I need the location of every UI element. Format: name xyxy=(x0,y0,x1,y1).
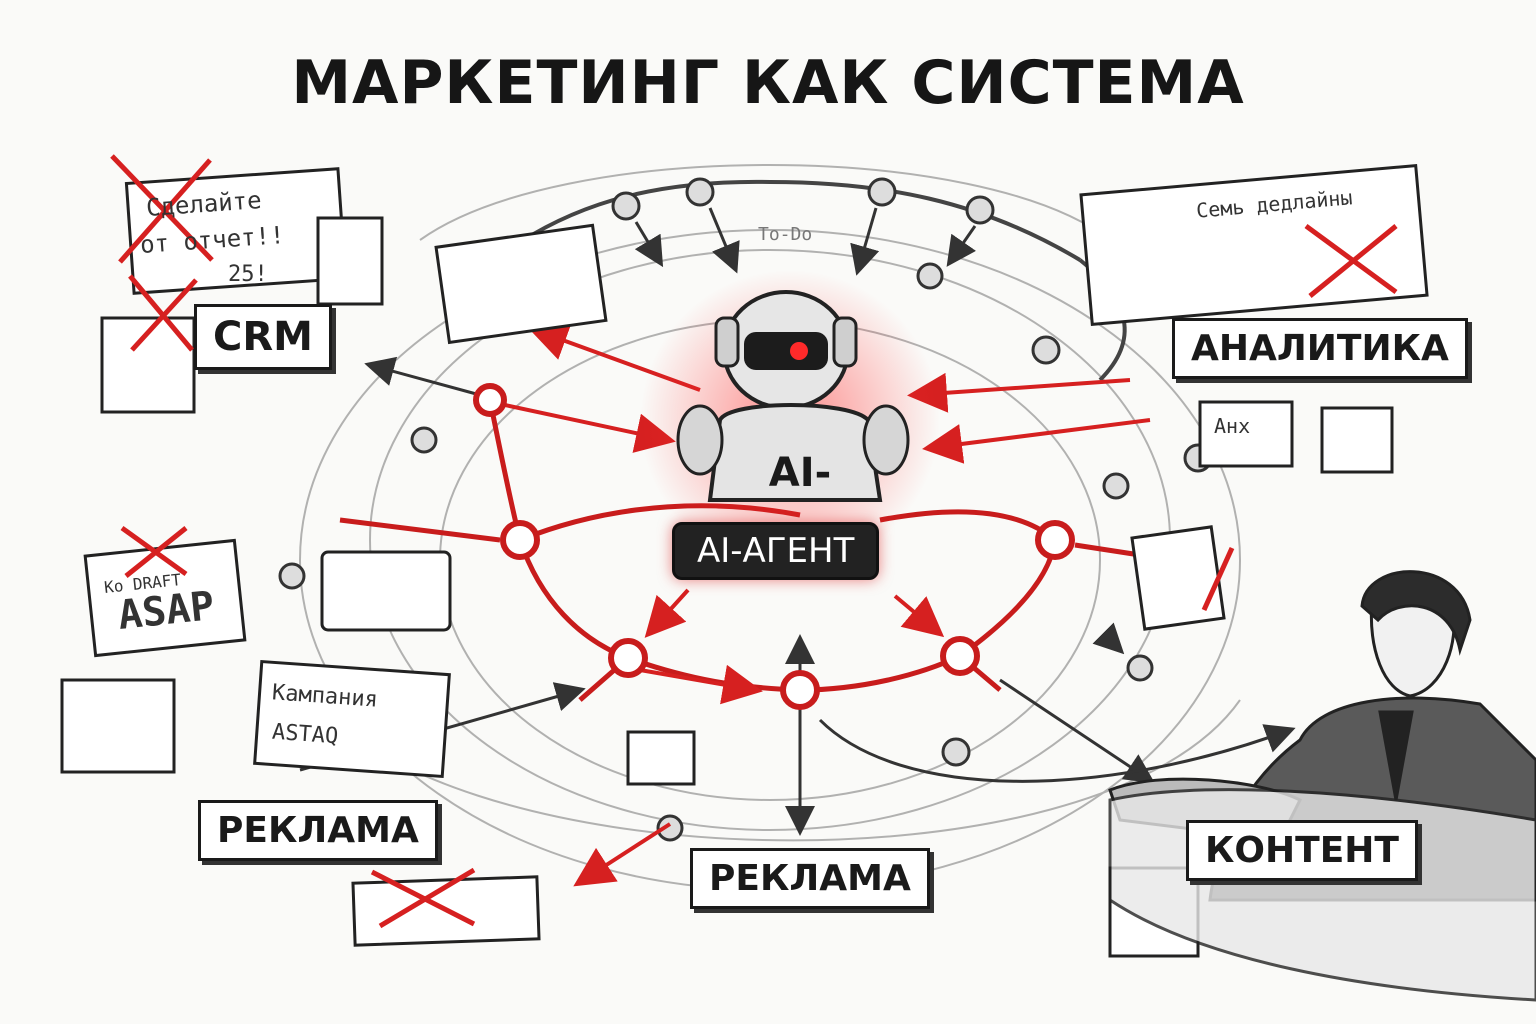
analytics-label: АНАЛИТИКА xyxy=(1172,318,1468,380)
robot-icon xyxy=(640,270,940,570)
ads-left-label: РЕКЛАМА xyxy=(198,800,438,862)
top-arc-nodes xyxy=(278,177,1213,842)
red-nodes xyxy=(473,383,1075,710)
note-campaign-line2: ASTAQ xyxy=(271,719,340,750)
note-todo: To-Do xyxy=(758,224,813,245)
crm-label: CRM xyxy=(194,304,332,370)
top-arc-arrows xyxy=(634,207,1125,836)
robot-chest-label: AI- xyxy=(769,450,831,496)
note-top-left-line3: 25! xyxy=(228,262,268,287)
ads-bottom-label: РЕКЛАМА xyxy=(690,848,930,910)
note-analytics-small: Анх xyxy=(1214,414,1251,438)
page-title: МАРКЕТИНГ КАК СИСТЕМА xyxy=(291,48,1245,118)
ai-agent-label: AI-АГЕНТ xyxy=(672,522,880,580)
paper-cards xyxy=(60,163,1429,958)
red-crosses xyxy=(110,154,1398,929)
content-label: КОНТЕНТ xyxy=(1186,820,1418,882)
